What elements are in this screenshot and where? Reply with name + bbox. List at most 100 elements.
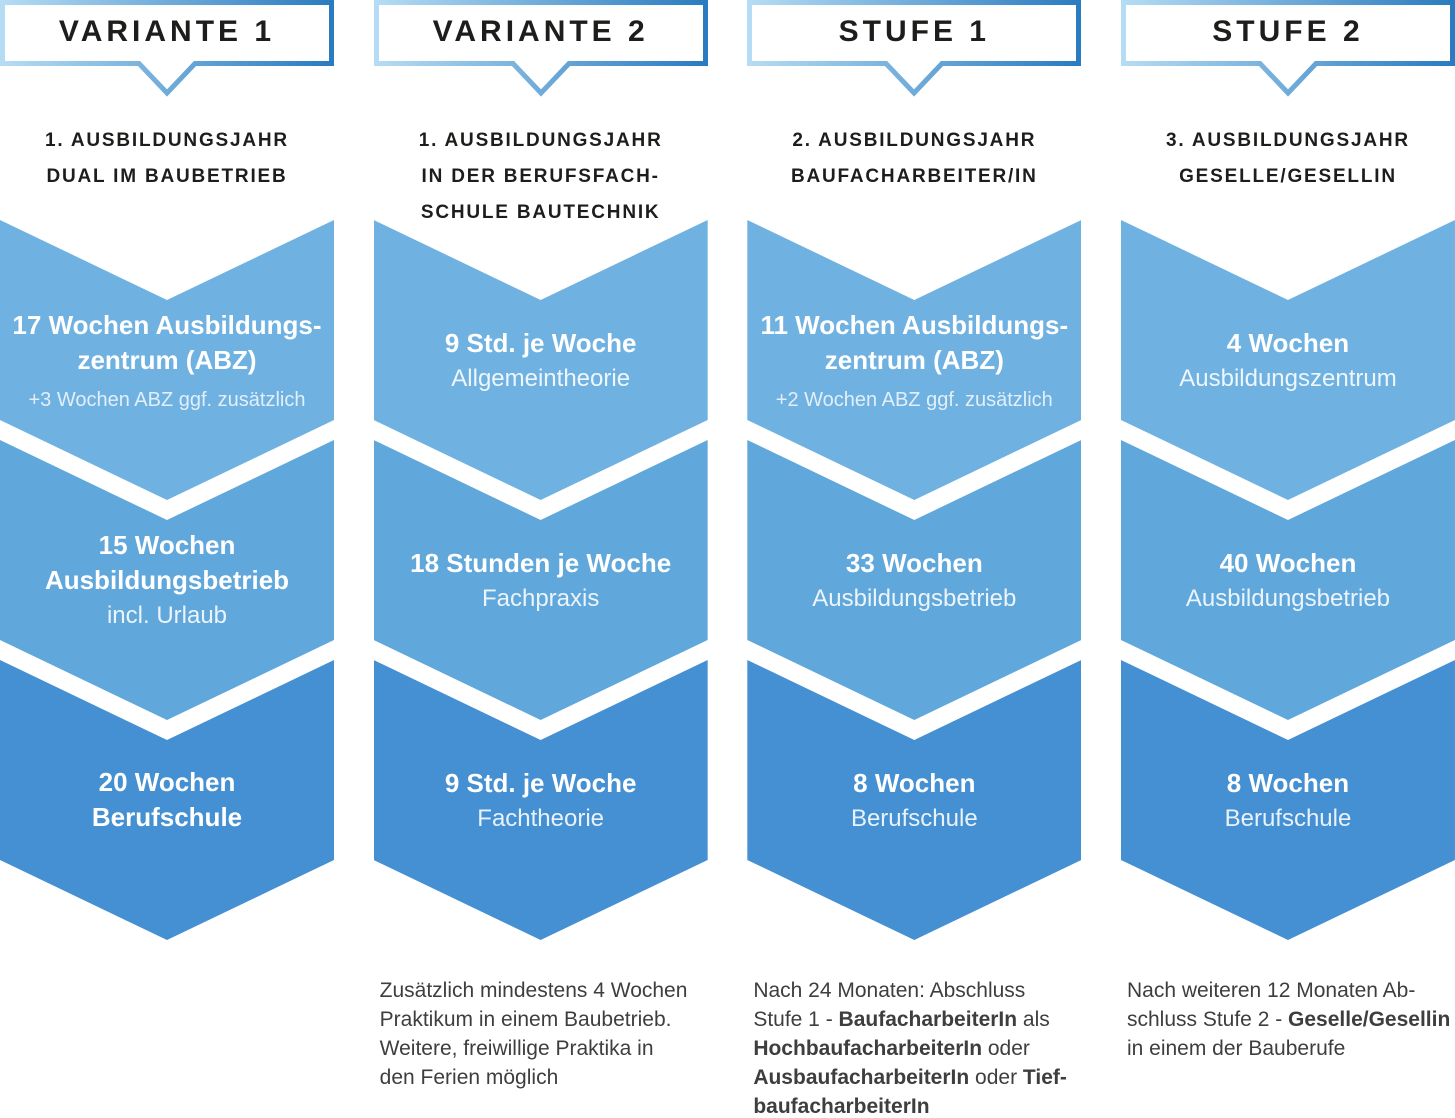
footnote-segment: oder [982,1037,1030,1060]
badge-bubble-outline [1120,0,1455,97]
badge-bubble-outline [0,0,334,97]
column-title-stufe-2: 3. AUSBILDUNGSJAHR GESELLE/GESELLIN [1121,123,1455,220]
chevron-line: 18 Stunden je Woche [410,547,672,578]
footnote-segment: Nach weiteren 12 Monaten Ab- [1126,979,1416,1002]
footnote-line: Stufe 1 - BaufacharbeiterIn als [753,1005,1081,1034]
chevron-line: Ausbildungsbetrieb [1185,584,1391,612]
footnote-segment: AusbaufacharbeiterIn [753,1066,970,1089]
chevron-line: 15 Wochen [98,530,236,560]
footnote-line: in einem der Bauberufe [1127,1034,1455,1063]
footnote-segment: Stufe 1 - [753,1008,839,1031]
column-stufe-2: STUFE 2 3. AUSBILDUNGSJAHR GESELLE/GESELLI… [1120,0,1455,1118]
chevron-line: 20 Wochen [98,767,236,797]
footnote-line: AusbaufacharbeiterIn oder Tief- [753,1063,1081,1092]
chevron-line: Berufschule [91,802,243,832]
footnote-segment: Praktikum in einem Baubetrieb. [379,1008,672,1031]
title-line: 3. AUSBILDUNGSJAHR [1166,130,1410,151]
chevron-line: +3 Wochen ABZ ggf. zusätzlich [28,388,306,411]
badge-label-variante-2: VARIANTE 2 [432,14,649,48]
column-title-variante-1: 1. AUSBILDUNGSJAHR DUAL IM BAUBETRIEB [0,123,334,220]
title-line: 1. AUSBILDUNGSJAHR [418,130,663,151]
chevron-line: Ausbildungszentrum [1179,364,1397,392]
badge-label-stufe-1: STUFE 1 [838,14,990,48]
badge-variante-1: VARIANTE 1 [0,0,334,97]
chevron-line: Ausbildungsbetrieb [812,584,1017,612]
chevron-line: 33 Wochen [845,547,983,578]
chevron-line: zentrum (ABZ) [77,344,257,375]
footnote-line: Zusätzlich mindestens 4 Wochen [380,976,708,1005]
footnote-segment: Zusätzlich mindestens 4 Wochen [379,979,688,1002]
chevron-variante-1-1: 17 Wochen Ausbildungs-zentrum (ABZ) +3 Wo… [0,220,334,500]
chevron-stack-stufe-1: 11 Wochen Ausbildungs-zentrum (ABZ) +2 Wo… [747,220,1082,940]
chevron-line: 17 Wochen Ausbildungs- [12,309,322,340]
title-line: DUAL IM BAUBETRIEB [46,166,288,187]
chevron-line: Fachtheorie [477,804,605,832]
column-variante-1: VARIANTE 1 1. AUSBILDUNGSJAHR DUAL IM BAUB… [0,0,334,1118]
badge-bubble-outline [747,0,1082,97]
chevron-line: 4 Wochen [1226,327,1350,358]
footnote-segment: in einem der Bauberufe [1126,1037,1346,1060]
chevron-line: 9 Std. je Woche [444,767,637,798]
footnote-line: den Ferien möglich [380,1063,708,1092]
chevron-line: 11 Wochen Ausbildungs- [760,309,1069,340]
badge-stufe-2: STUFE 2 [1120,0,1455,97]
footnote-line: schluss Stufe 2 - Geselle/Gesellin [1127,1005,1455,1034]
chevron-text: 17 Wochen Ausbildungs-zentrum (ABZ) +3 Wo… [0,300,334,420]
chevron-line: Ausbildungsbetrieb [44,565,290,595]
chevron-line: +2 Wochen ABZ ggf. zusätzlich [775,388,1053,411]
footnote-segment: Nach 24 Monaten: Abschluss [753,979,1026,1002]
footnote-segment: Geselle/Gesellin [1288,1008,1451,1031]
title-line: SCHULE BAUTECHNIK [420,202,661,223]
chevron-line: 9 Std. je Woche [444,327,637,358]
badge-label-stufe-2: STUFE 2 [1212,14,1364,48]
footnote-segment: den Ferien möglich [379,1066,559,1089]
footnote-segment: Tief- [1022,1066,1067,1089]
chevron-stufe-1-1: 11 Wochen Ausbildungs-zentrum (ABZ) +2 Wo… [747,220,1082,500]
column-variante-2: VARIANTE 2 1. AUSBILDUNGSJAHR IN DER BERUF… [373,0,708,1118]
footnote-stufe-2: Nach weiteren 12 Monaten Ab-schluss Stuf… [1121,976,1455,1063]
footnote-line: Nach 24 Monaten: Abschluss [753,976,1081,1005]
badge-label-variante-1: VARIANTE 1 [58,14,276,48]
title-line: IN DER BERUFSFACH- [421,166,660,187]
column-title-variante-2: 1. AUSBILDUNGSJAHR IN DER BERUFSFACH- SCHU… [374,123,708,223]
footnote-segment: als [1017,1008,1050,1031]
chevron-line: incl. Urlaub [106,602,228,629]
title-line: GESELLE/GESELLIN [1179,166,1397,187]
title-line: 1. AUSBILDUNGSJAHR [45,130,289,151]
chevron-line: Berufschule [850,804,978,832]
footnote-line: HochbaufacharbeiterIn oder [753,1034,1081,1063]
chevron-line: 8 Wochen [1226,767,1350,798]
badge-variante-2: VARIANTE 2 [373,0,708,97]
chevron-line: zentrum (ABZ) [824,344,1004,375]
chevron-line: 8 Wochen [853,767,976,798]
chevron-line: Allgemeintheorie [451,364,631,392]
chevron-line: 40 Wochen [1219,547,1357,578]
chevron-line: Fachpraxis [481,584,600,612]
badge-bubble-outline [373,0,708,97]
title-line: BAUFACHARBEITER/IN [790,166,1038,187]
chevron-text: 11 Wochen Ausbildungs-zentrum (ABZ) +2 Wo… [747,300,1081,420]
footnote-segment: Weitere, freiwillige Praktika in [379,1037,654,1060]
badge-stufe-1: STUFE 1 [747,0,1082,97]
footnote-segment: baufacharbeiterIn [753,1095,930,1118]
footnote-line: baufacharbeiterIn [753,1092,1081,1118]
footnote-segment: HochbaufacharbeiterIn [753,1037,983,1060]
